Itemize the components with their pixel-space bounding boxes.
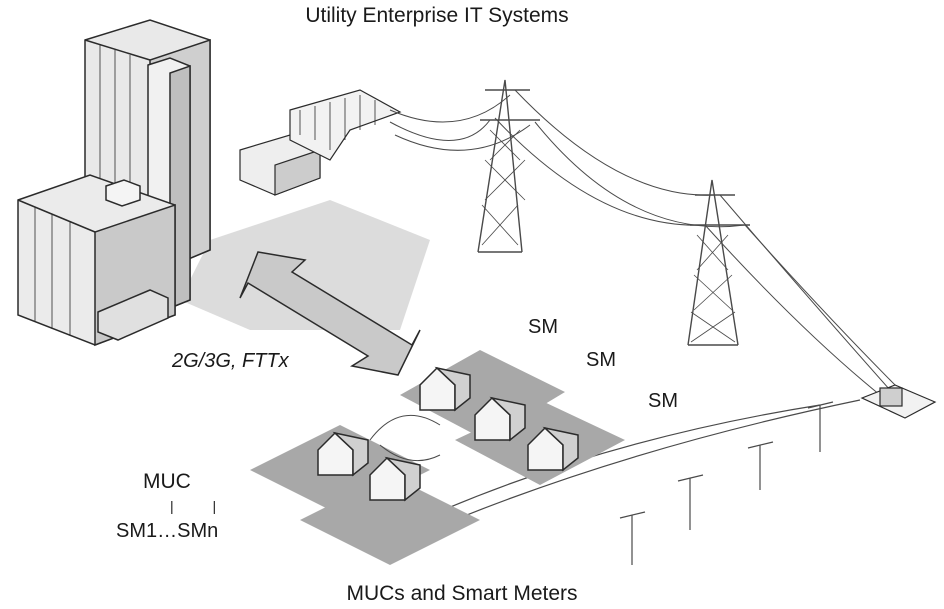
sm-label-1: SM: [528, 316, 558, 338]
transmission-tower-1: [477, 79, 540, 253]
sm-label-2: SM: [586, 349, 616, 371]
muc-label: MUC: [143, 470, 191, 493]
substation-main: [239, 89, 402, 196]
transmission-tower-2: [687, 179, 750, 346]
muc-connector-bars: | |: [170, 498, 217, 514]
house-2: [474, 396, 526, 442]
mucs-smart-meters-title: MUCs and Smart Meters: [346, 582, 578, 605]
enterprise-it-title: Utility Enterprise IT Systems: [305, 4, 569, 27]
house-4: [317, 431, 369, 477]
communication-arrow: [239, 251, 421, 376]
building-shadow: [180, 200, 430, 330]
house-wires: [369, 414, 441, 462]
link-label: 2G/3G, FTTx: [172, 350, 289, 372]
house-3: [527, 426, 579, 472]
sm-label-3: SM: [648, 390, 678, 412]
distribution-lines: [419, 399, 861, 565]
house-5: [369, 456, 421, 502]
sm-range-label: SM1…SMn: [116, 520, 219, 542]
utility-building: [17, 19, 211, 347]
house-1: [419, 366, 471, 412]
transmission-lines: [389, 89, 906, 396]
substation-right: [860, 384, 937, 419]
